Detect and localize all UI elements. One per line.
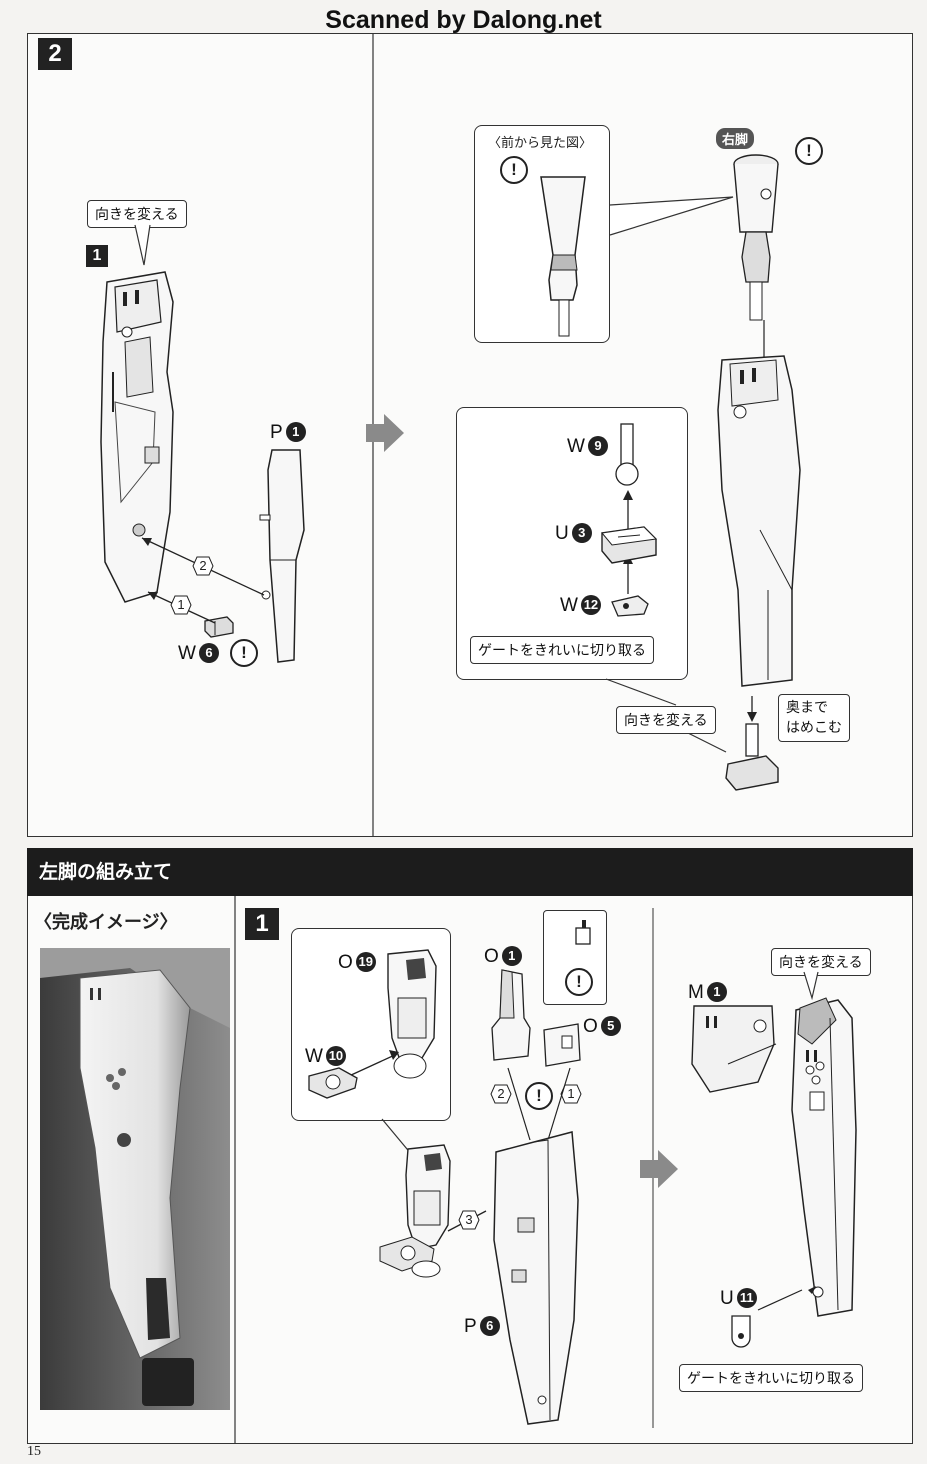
part-o5-drawing xyxy=(543,1023,581,1067)
gate-cut-callout: ゲートをきれいに切り取る xyxy=(470,636,654,664)
left-leg-frame-drawing xyxy=(100,271,174,603)
part-o1-drawing xyxy=(491,969,531,1061)
completed-image-title: 〈完成イメージ〉 xyxy=(34,912,178,933)
substep-1-badge: 1 xyxy=(86,245,108,267)
part-w10-drawing xyxy=(308,1050,399,1099)
front-view-drawing xyxy=(540,176,586,337)
section-divider xyxy=(234,896,236,1444)
o5-detail-caution: ! xyxy=(565,968,593,996)
caution-icon: ! xyxy=(230,639,258,667)
part-u3-drawing xyxy=(601,526,658,564)
next-arrow xyxy=(366,414,404,452)
part-m1-drawing xyxy=(691,1005,777,1093)
left-leg-frame-assembled xyxy=(757,997,857,1317)
box-pointer xyxy=(381,1118,413,1156)
completed-leg-photo xyxy=(40,948,230,1410)
o5-detail-drawing xyxy=(575,920,591,945)
watermark: Scanned by Dalong.net xyxy=(325,6,602,34)
push-in-line-1: 奥まで xyxy=(786,700,828,716)
assembled-o19-drawing xyxy=(379,1144,487,1278)
front-view-pointer xyxy=(609,196,734,236)
order-2-mark: 2 xyxy=(192,556,214,576)
right-leg-caution: ! xyxy=(795,137,823,165)
turn-callout-pointer-3 xyxy=(803,971,819,1001)
order-3-mark: 3 xyxy=(458,1210,480,1230)
push-in-line-2: はめこむ xyxy=(786,720,842,736)
order-2-left-mark: 2 xyxy=(490,1084,512,1104)
page-number: 15 xyxy=(27,1444,41,1459)
section-title-bar: 左脚の組み立て xyxy=(27,848,913,896)
next-arrow-2 xyxy=(640,1150,678,1188)
order-1-mark: 1 xyxy=(170,595,192,615)
left-leg-caution: ! xyxy=(525,1082,553,1110)
front-view-caution: ! xyxy=(500,156,528,184)
part-w12-drawing xyxy=(611,595,649,617)
gate-cut-callout-2: ゲートをきれいに切り取る xyxy=(679,1364,863,1392)
part-o19-drawing xyxy=(387,949,437,1079)
part-u11-drawing xyxy=(731,1315,751,1348)
part-w9-drawing xyxy=(615,423,639,486)
part-p1-drawing xyxy=(259,449,305,663)
turn-around-callout: 向きを変える xyxy=(87,200,187,228)
turn-around-callout-2: 向きを変える xyxy=(616,706,716,734)
part-p6-frame-drawing xyxy=(493,1067,579,1425)
front-view-box xyxy=(474,125,610,343)
foot-assembly-drawing xyxy=(725,696,779,791)
callout-pointer xyxy=(134,224,151,266)
order-1-left-mark: 1 xyxy=(560,1084,582,1104)
right-leg-frame-drawing xyxy=(717,320,801,687)
turn-around-callout-3: 向きを変える xyxy=(771,948,871,976)
left-leg-step-1-badge: 1 xyxy=(245,908,279,940)
step-2-badge: 2 xyxy=(38,38,72,70)
right-leg-label: 右脚 xyxy=(716,128,755,149)
push-in-callout: 奥まで はめこむ xyxy=(778,694,850,742)
front-view-label: 〈前から見た図〉 xyxy=(488,136,593,151)
right-leg-knee-drawing xyxy=(733,154,779,321)
